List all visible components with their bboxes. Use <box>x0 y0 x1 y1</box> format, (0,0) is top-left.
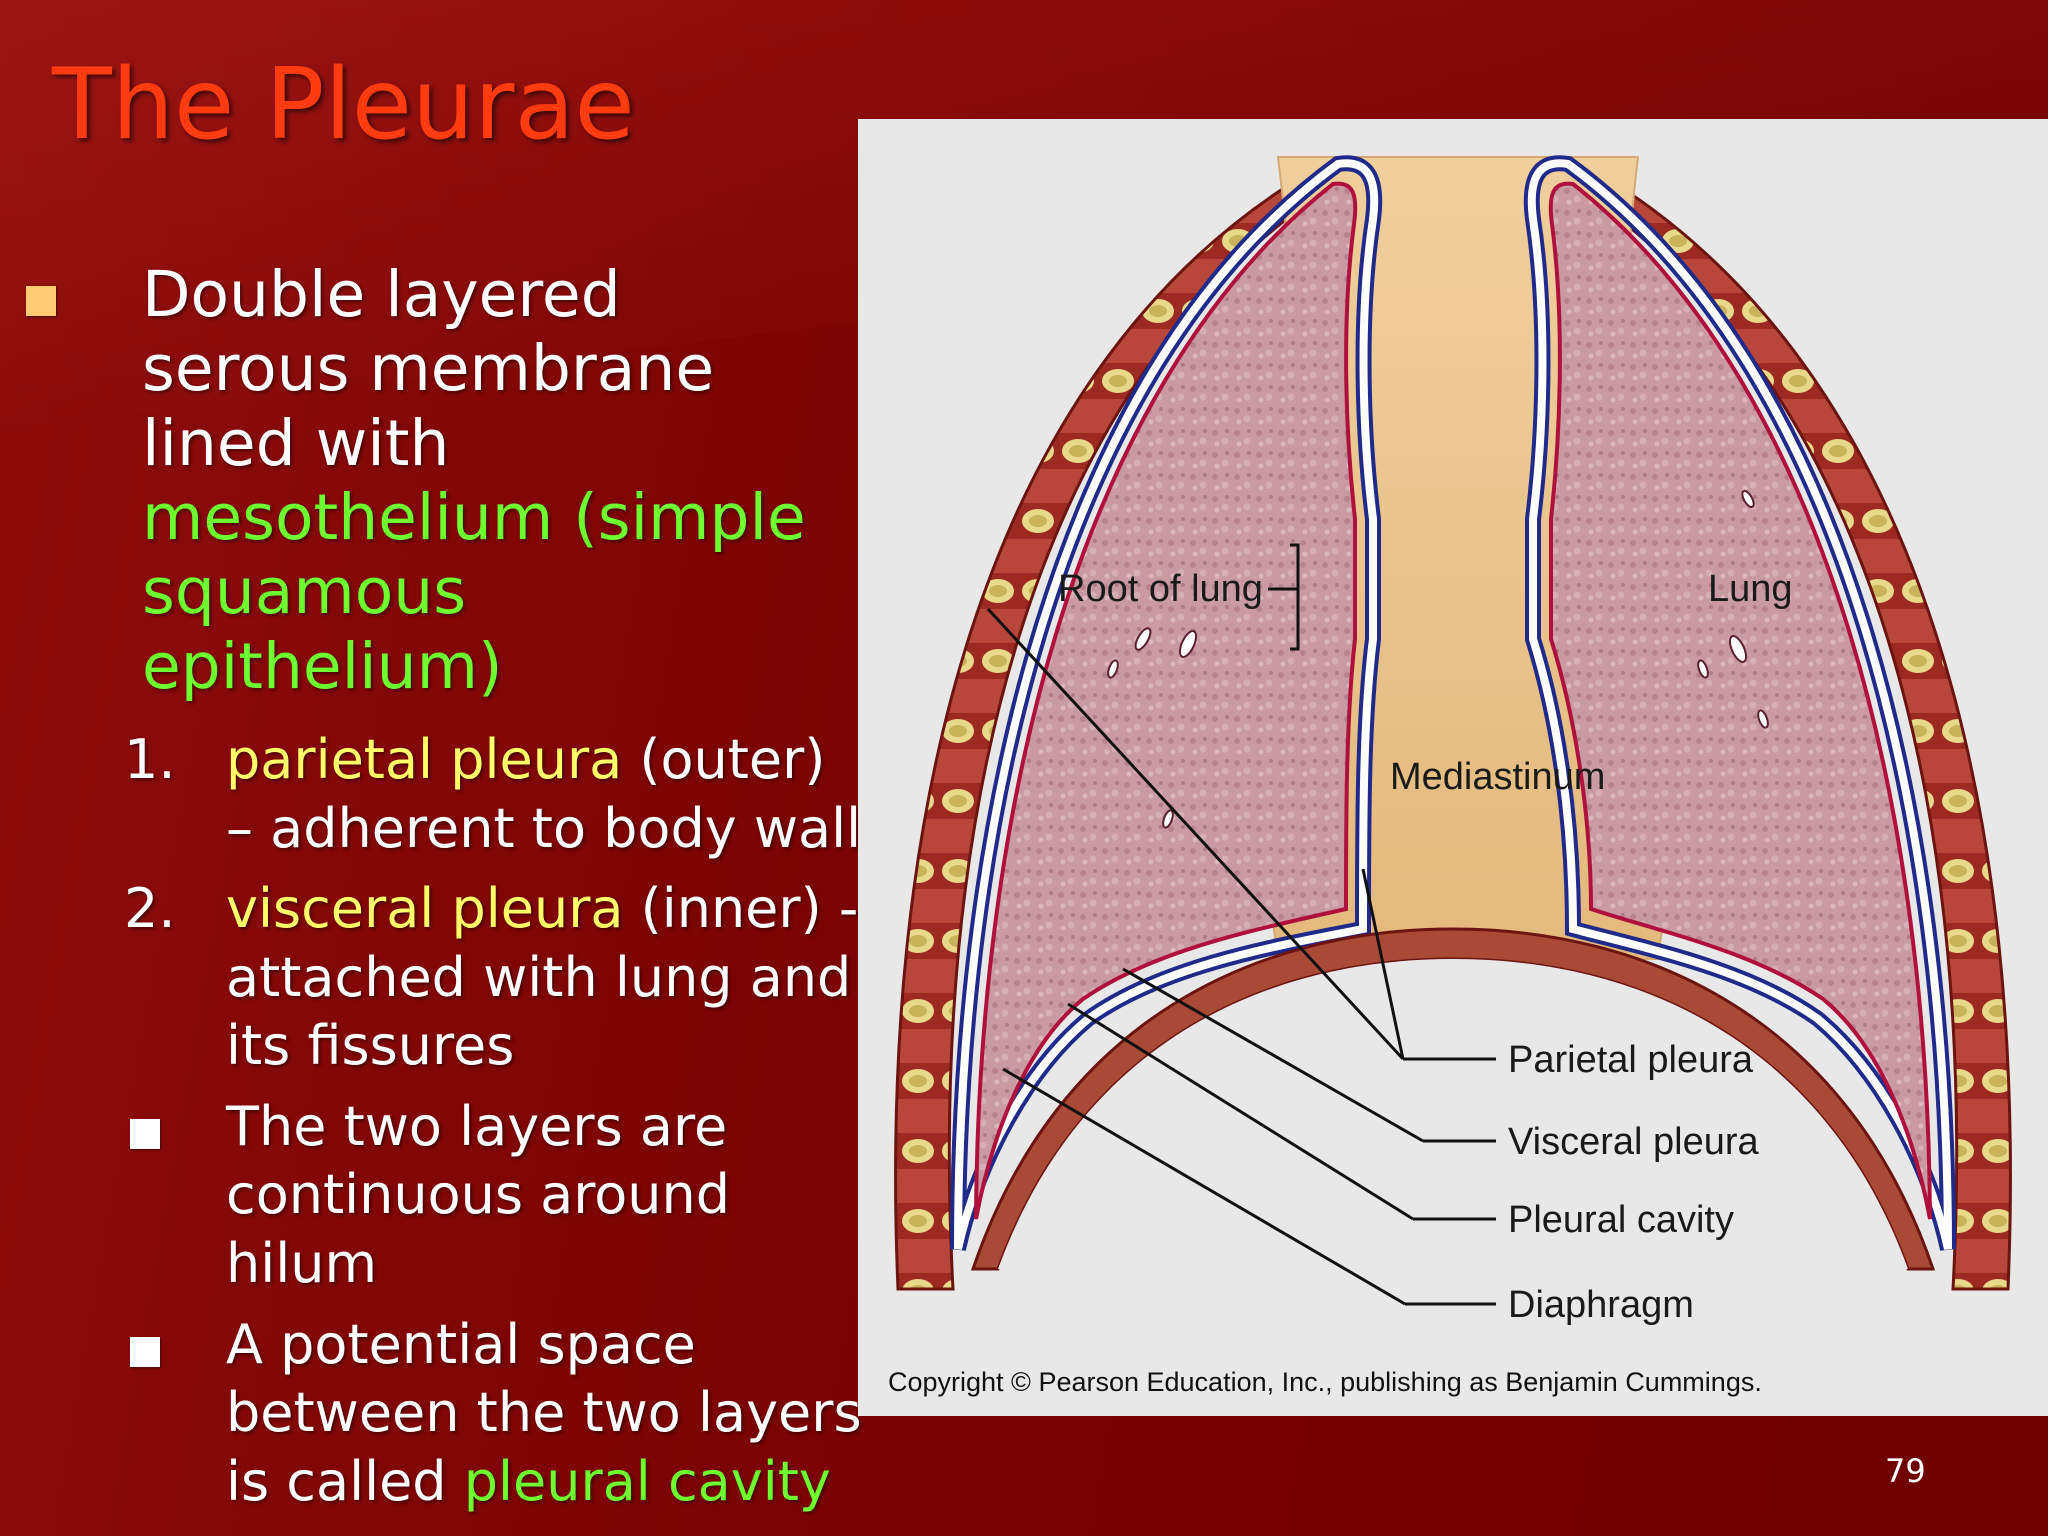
main-bullet: Double layered serous membrane lined wit… <box>0 258 842 704</box>
square-item-2: A potential space between the two layers… <box>0 1311 866 1517</box>
square-item-1: The two layers are continuous around hil… <box>0 1093 866 1299</box>
item-highlight: parietal pleura <box>226 727 623 791</box>
item-text: (inner) - attached with lung and its fis… <box>226 877 859 1078</box>
item-highlight: pleural cavity <box>463 1449 831 1513</box>
square-bullet-icon <box>130 1118 160 1149</box>
main-bullet-highlight: mesothelium (simple squamous epithelium) <box>142 480 806 703</box>
item-text: (outer) – adherent to body wall <box>226 727 862 860</box>
label-visceral-pleura: Visceral pleura <box>1508 1121 1760 1163</box>
numbered-item-2: 2. visceral pleura (inner) - attached wi… <box>0 875 866 1081</box>
slide-title: The Pleurae <box>52 48 635 162</box>
item-text: The two layers are continuous around hil… <box>226 1094 731 1296</box>
square-bullet-icon <box>130 1336 160 1367</box>
item-highlight: visceral pleura <box>226 877 624 941</box>
square-bullet-icon <box>26 286 56 316</box>
label-pleural-cavity: Pleural cavity <box>1508 1199 1734 1241</box>
item-text: A potential space between the two layers… <box>226 1312 862 1513</box>
figure-copyright: Copyright © Pearson Education, Inc., pub… <box>888 1367 1762 1397</box>
main-bullet-text: Double layered serous membrane lined wit… <box>142 258 715 480</box>
pleura-diagram: Root of lung Lung Mediastinum Parietal p… <box>858 119 2048 1416</box>
pleura-illustration: Root of lung Lung Mediastinum Parietal p… <box>894 155 2012 1326</box>
label-parietal-pleura: Parietal pleura <box>1508 1039 1754 1081</box>
page-number: 79 <box>1885 1452 1926 1490</box>
label-mediastinum: Mediastinum <box>1390 756 1605 798</box>
label-root-of-lung: Root of lung <box>1058 568 1263 610</box>
item-number: 2. <box>124 877 176 941</box>
sub-list: 1. parietal pleura (outer) – adherent to… <box>0 726 862 1516</box>
label-diaphragm: Diaphragm <box>1508 1284 1694 1326</box>
label-lung: Lung <box>1708 568 1793 610</box>
numbered-item-1: 1. parietal pleura (outer) – adherent to… <box>0 726 866 863</box>
item-number: 1. <box>124 727 176 791</box>
slide-content: Double layered serous membrane lined wit… <box>0 258 862 1528</box>
